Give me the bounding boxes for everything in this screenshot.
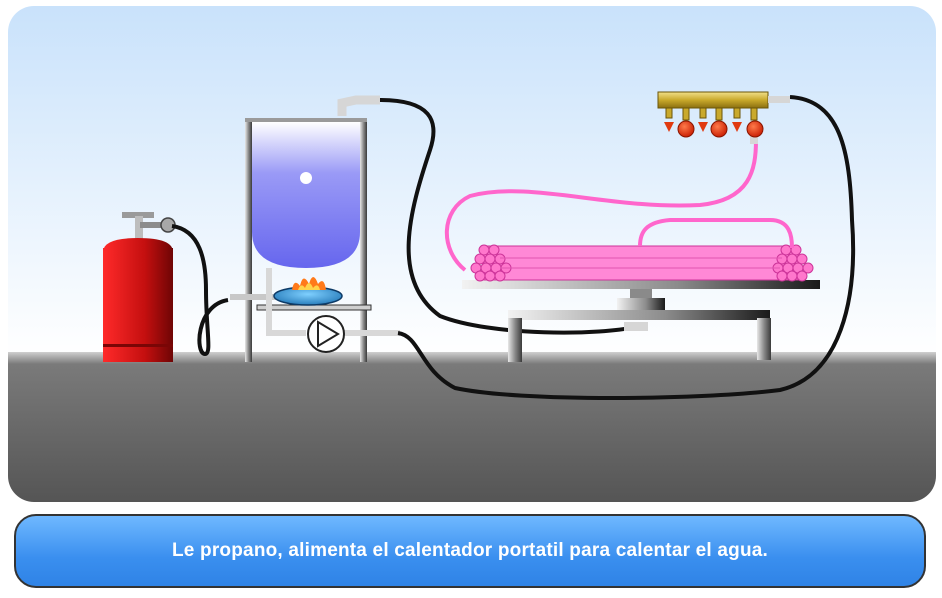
tube-bundle	[470, 244, 814, 282]
tube-table	[462, 280, 820, 362]
propane-tank-icon	[103, 212, 176, 362]
burner-icon	[230, 277, 343, 306]
caption-box: Le propano, alimenta el calentador porta…	[14, 514, 926, 588]
steam-bubble	[300, 172, 312, 184]
outlet-connector	[337, 95, 380, 116]
pump-piping	[266, 268, 400, 336]
pink-pipe-upper	[444, 139, 758, 272]
bundle-connector	[624, 322, 648, 331]
caption-text: Le propano, alimenta el calentador porta…	[171, 540, 769, 561]
return-hose	[397, 95, 856, 400]
pump-icon	[307, 315, 345, 353]
pink-pipe-lower	[638, 218, 794, 249]
hot-water-hose	[379, 98, 641, 335]
propane-hose	[171, 224, 229, 357]
water-vessel	[252, 122, 360, 268]
manifold-icon	[657, 91, 790, 144]
